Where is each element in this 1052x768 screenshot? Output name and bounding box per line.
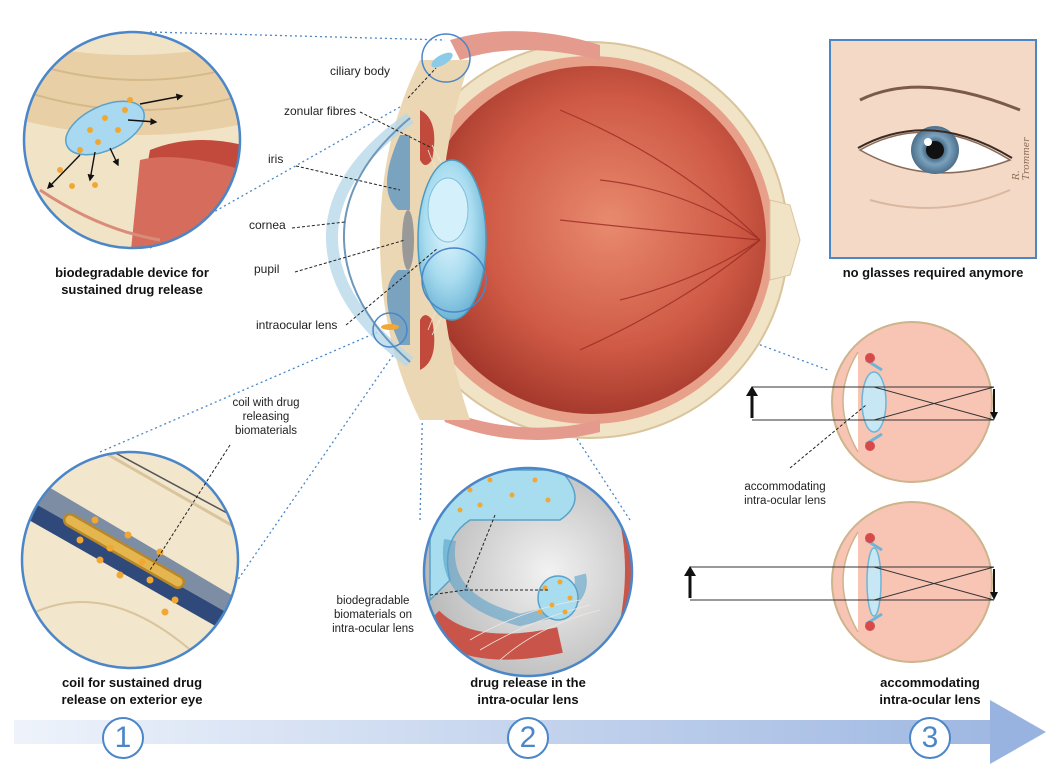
step-number-1: 1 — [114, 721, 132, 754]
caption-drug-release: drug release in the intra-ocular lens — [420, 674, 636, 708]
detail-circle-lens — [422, 466, 634, 678]
label-bio-line-2: biomaterials on — [334, 609, 412, 621]
label-acc-line-1: accommodating — [744, 481, 826, 493]
eye-photo-frame — [829, 39, 1037, 259]
label-biodegradable-biomaterials: biodegradable biomaterials on intra-ocul… — [318, 594, 428, 636]
step-number-3: 3 — [921, 721, 939, 754]
label-coil-with-drug: coil with drug releasing biomaterials — [216, 396, 316, 438]
main-eye-cross-section — [325, 31, 801, 440]
caption-device-line-2: sustained drug release — [61, 282, 203, 297]
caption-coil-line-2: release on exterior eye — [61, 692, 203, 707]
caption-accommodating: accommodating intra-ocular lens — [822, 674, 1038, 708]
caption-drug-line-1: drug release in the — [470, 675, 586, 690]
caption-coil: coil for sustained drug release on exter… — [20, 674, 244, 708]
label-ciliary-body: ciliary body — [330, 64, 391, 78]
caption-acc-line-2: intra-ocular lens — [879, 692, 981, 707]
label-leaders — [291, 67, 439, 326]
detail-circle-coil — [20, 444, 240, 670]
label-accommodating-lens-detail: accommodating intra-ocular lens — [720, 480, 850, 508]
schematic-eye-far — [684, 501, 998, 663]
caption-device-line-1: biodegradable device for — [55, 265, 209, 280]
label-zonular-fibres: zonular fibres — [284, 104, 357, 118]
step-number-2: 2 — [519, 721, 537, 754]
step-circles — [102, 717, 951, 759]
label-coil-line-2: releasing — [242, 411, 290, 423]
label-pupil: pupil — [254, 262, 280, 276]
label-bio-line-3: intra-ocular lens — [332, 623, 414, 635]
progress-arrow — [14, 700, 1046, 764]
detail-circle-ciliary-device — [22, 30, 242, 250]
label-iris: iris — [268, 152, 284, 166]
caption-biodegradable-device: biodegradable device for sustained drug … — [20, 264, 244, 298]
label-intraocular-lens: intraocular lens — [256, 318, 338, 332]
caption-acc-line-1: accommodating — [880, 675, 980, 690]
label-acc-line-2: intra-ocular lens — [744, 495, 826, 507]
label-bio-line-1: biodegradable — [336, 595, 410, 607]
caption-drug-line-2: intra-ocular lens — [477, 692, 579, 707]
artist-signature: R. Trommer — [1012, 137, 1032, 180]
schematic-eye-near — [746, 321, 998, 483]
label-cornea: cornea — [249, 218, 286, 232]
caption-no-glasses: no glasses required anymore — [842, 265, 1024, 280]
caption-coil-line-1: coil for sustained drug — [61, 675, 203, 690]
label-coil-line-3: biomaterials — [235, 425, 297, 437]
label-coil-line-1: coil with drug — [232, 397, 300, 409]
